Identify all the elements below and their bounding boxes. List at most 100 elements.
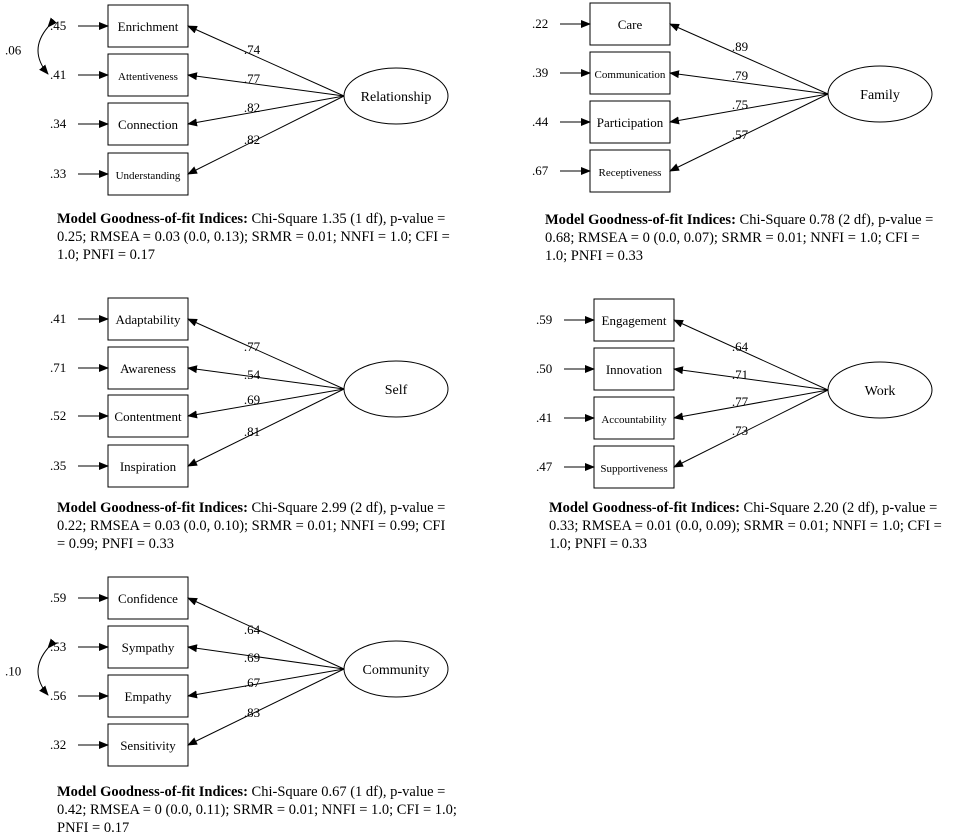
error-variance: .32 xyxy=(50,737,66,752)
factor-loading: .81 xyxy=(244,424,260,439)
loading-arrow xyxy=(669,93,829,125)
factor-loading: .82 xyxy=(244,132,260,147)
fit-indices-caption: Model Goodness-of-fit Indices: Chi-Squar… xyxy=(57,783,457,837)
factor-loading: .69 xyxy=(244,650,260,665)
factor-loading: .64 xyxy=(244,622,261,637)
error-variance: .45 xyxy=(50,18,66,33)
loading-arrow xyxy=(187,388,345,467)
fit-indices-label: Model Goodness-of-fit Indices: xyxy=(57,211,248,227)
indicator-box xyxy=(107,394,189,438)
indicator-label: Sympathy xyxy=(122,640,175,655)
indicator-label: Accountability xyxy=(601,414,667,426)
indicator-label: Empathy xyxy=(125,689,172,704)
error-variance: .33 xyxy=(50,166,66,181)
loading-arrow xyxy=(187,95,345,175)
fit-indices-text: Chi-Square 2.99 (2 df), p-value = 0.22; … xyxy=(57,500,446,552)
loading-arrow xyxy=(187,644,345,670)
loading-arrow xyxy=(187,95,345,127)
indicator-label: Participation xyxy=(597,115,664,130)
indicator-label: Adaptability xyxy=(116,312,181,327)
indicator-box xyxy=(107,346,189,390)
loading-arrow xyxy=(673,389,829,468)
loading-arrow xyxy=(187,365,345,390)
factor-loading: .75 xyxy=(732,97,748,112)
indicator-box xyxy=(107,625,189,669)
indicator-box xyxy=(593,298,675,342)
indicator-label: Inspiration xyxy=(120,459,177,474)
error-variance: .44 xyxy=(532,114,549,129)
error-variance: .59 xyxy=(50,590,66,605)
factor-loading: .67 xyxy=(244,675,261,690)
sem-model-self: SelfAdaptability.41.77Awareness.71.54Con… xyxy=(50,297,449,488)
factor-loading: .77 xyxy=(244,71,261,86)
indicator-label: Receptiveness xyxy=(599,167,662,179)
error-variance: .22 xyxy=(532,16,548,31)
loading-arrow xyxy=(673,366,829,391)
latent-label: Relationship xyxy=(361,90,432,105)
factor-loading: .73 xyxy=(732,423,748,438)
indicator-label: Understanding xyxy=(116,170,181,182)
loading-arrow xyxy=(187,72,345,97)
covariance-value: .06 xyxy=(5,43,22,58)
error-variance: .59 xyxy=(536,312,552,327)
indicator-label: Enrichment xyxy=(118,19,179,34)
error-variance: .71 xyxy=(50,360,66,375)
indicator-label: Communication xyxy=(595,69,666,81)
latent-label: Work xyxy=(865,384,896,399)
indicator-label: Confidence xyxy=(118,591,178,606)
loading-arrow xyxy=(187,25,345,97)
loading-arrow xyxy=(669,23,829,95)
covariance-arc xyxy=(37,638,57,696)
loading-arrow xyxy=(669,70,829,95)
error-variance: .47 xyxy=(536,459,553,474)
latent-label: Family xyxy=(860,88,900,103)
indicator-label: Connection xyxy=(118,117,178,132)
factor-loading: .71 xyxy=(732,367,748,382)
loading-arrow xyxy=(187,597,345,670)
loading-arrow xyxy=(673,319,829,391)
indicator-label: Supportiveness xyxy=(600,463,667,475)
loading-arrow xyxy=(187,388,345,419)
fit-indices-caption: Model Goodness-of-fit Indices: Chi-Squar… xyxy=(545,211,945,265)
indicator-label: Attentiveness xyxy=(118,71,178,83)
fit-indices-label: Model Goodness-of-fit Indices: xyxy=(57,784,248,800)
factor-loading: .54 xyxy=(244,367,261,382)
fit-indices-text: Chi-Square 2.20 (2 df), p-value = 0.33; … xyxy=(549,500,942,552)
indicator-box xyxy=(589,2,671,46)
fit-indices-text: Chi-Square 0.78 (2 df), p-value = 0.68; … xyxy=(545,212,934,264)
latent-label: Self xyxy=(385,383,408,398)
indicator-label: Innovation xyxy=(606,362,663,377)
fit-indices-label: Model Goodness-of-fit Indices: xyxy=(545,212,736,228)
fit-indices-label: Model Goodness-of-fit Indices: xyxy=(549,500,740,516)
error-variance: .41 xyxy=(536,410,552,425)
error-variance: .41 xyxy=(50,67,66,82)
factor-loading: .79 xyxy=(732,68,748,83)
latent-label: Community xyxy=(363,663,430,678)
factor-loading: .89 xyxy=(732,39,748,54)
indicator-box xyxy=(107,723,189,767)
covariance-arc xyxy=(37,17,57,75)
error-variance: .67 xyxy=(532,163,549,178)
error-variance: .41 xyxy=(50,311,66,326)
fit-indices-caption: Model Goodness-of-fit Indices: Chi-Squar… xyxy=(57,499,457,553)
fit-indices-label: Model Goodness-of-fit Indices: xyxy=(57,500,248,516)
indicator-label: Contentment xyxy=(114,409,182,424)
factor-loading: .82 xyxy=(244,100,260,115)
loading-arrow xyxy=(187,668,345,699)
indicator-label: Engagement xyxy=(602,313,667,328)
indicator-label: Awareness xyxy=(120,361,176,376)
loading-arrow xyxy=(669,93,829,172)
error-variance: .53 xyxy=(50,639,66,654)
factor-loading: .64 xyxy=(732,339,749,354)
loading-arrow xyxy=(673,389,829,421)
indicator-box xyxy=(107,297,189,341)
indicator-label: Sensitivity xyxy=(120,738,176,753)
error-variance: .50 xyxy=(536,361,552,376)
sem-model-relationship: RelationshipEnrichment.45.74Attentivenes… xyxy=(5,4,449,196)
error-variance: .35 xyxy=(50,458,66,473)
error-variance: .56 xyxy=(50,688,67,703)
covariance-value: .10 xyxy=(5,664,21,679)
fit-indices-text: Chi-Square 1.35 (1 df), p-value = 0.25; … xyxy=(57,211,450,263)
